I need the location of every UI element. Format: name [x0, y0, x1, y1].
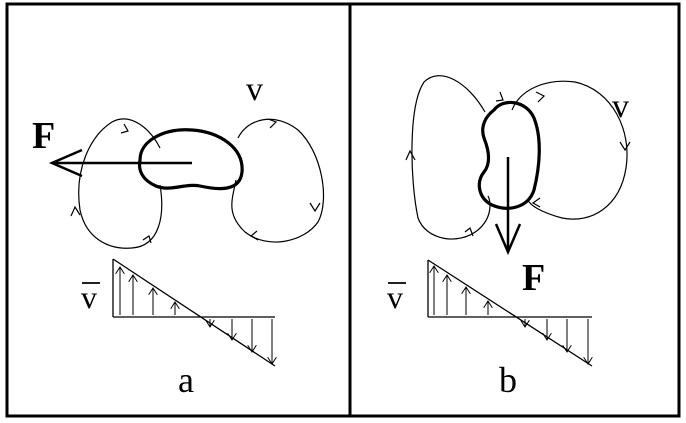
panel-b-velocity-profile — [427, 259, 592, 367]
panel-b-left-vortex — [411, 75, 491, 240]
panel-a-flow-arrow — [267, 118, 278, 129]
panel-a-mean-velocity-label: v — [81, 279, 97, 315]
panel-b-velocity-label: v — [612, 88, 629, 125]
panel-b-flow-arrow — [619, 141, 631, 152]
panel-a-velocity-label: v — [246, 71, 263, 108]
panel-b-flow-arrow — [531, 197, 541, 208]
panel-b-caption: b — [499, 360, 517, 400]
panel-a-force-arrowhead — [48, 148, 83, 178]
panel-a: F v v a — [32, 71, 325, 400]
panel-b-right-vortex — [511, 80, 628, 220]
panel-b-flow-arrow — [495, 91, 504, 102]
figure-frame — [5, 2, 681, 418]
panel-a-flow-arrow — [70, 205, 81, 217]
panel-b-force-label: F — [522, 257, 545, 299]
panel-a-force-label: F — [32, 115, 55, 157]
panel-b-flow-arrow — [535, 91, 546, 103]
panel-b: F v v b — [387, 75, 631, 400]
panel-b-body — [477, 100, 541, 210]
panel-a-body — [137, 128, 244, 191]
panel-a-right-vortex — [231, 118, 325, 243]
panel-a-left-vortex — [78, 118, 163, 249]
panel-a-flow-arrow — [120, 123, 129, 134]
panel-b-mean-velocity-label: v — [387, 279, 403, 315]
panel-a-flow-arrow — [309, 202, 321, 213]
panel-a-flow-arrow — [249, 230, 259, 241]
panel-a-flow-arrow — [142, 235, 152, 244]
panel-a-velocity-profile — [112, 258, 275, 367]
panel-a-caption: a — [178, 360, 194, 400]
panel-b-flow-arrow — [405, 149, 416, 161]
panel-b-flow-arrow — [464, 227, 474, 237]
panel-b-force-arrowhead — [494, 223, 522, 256]
